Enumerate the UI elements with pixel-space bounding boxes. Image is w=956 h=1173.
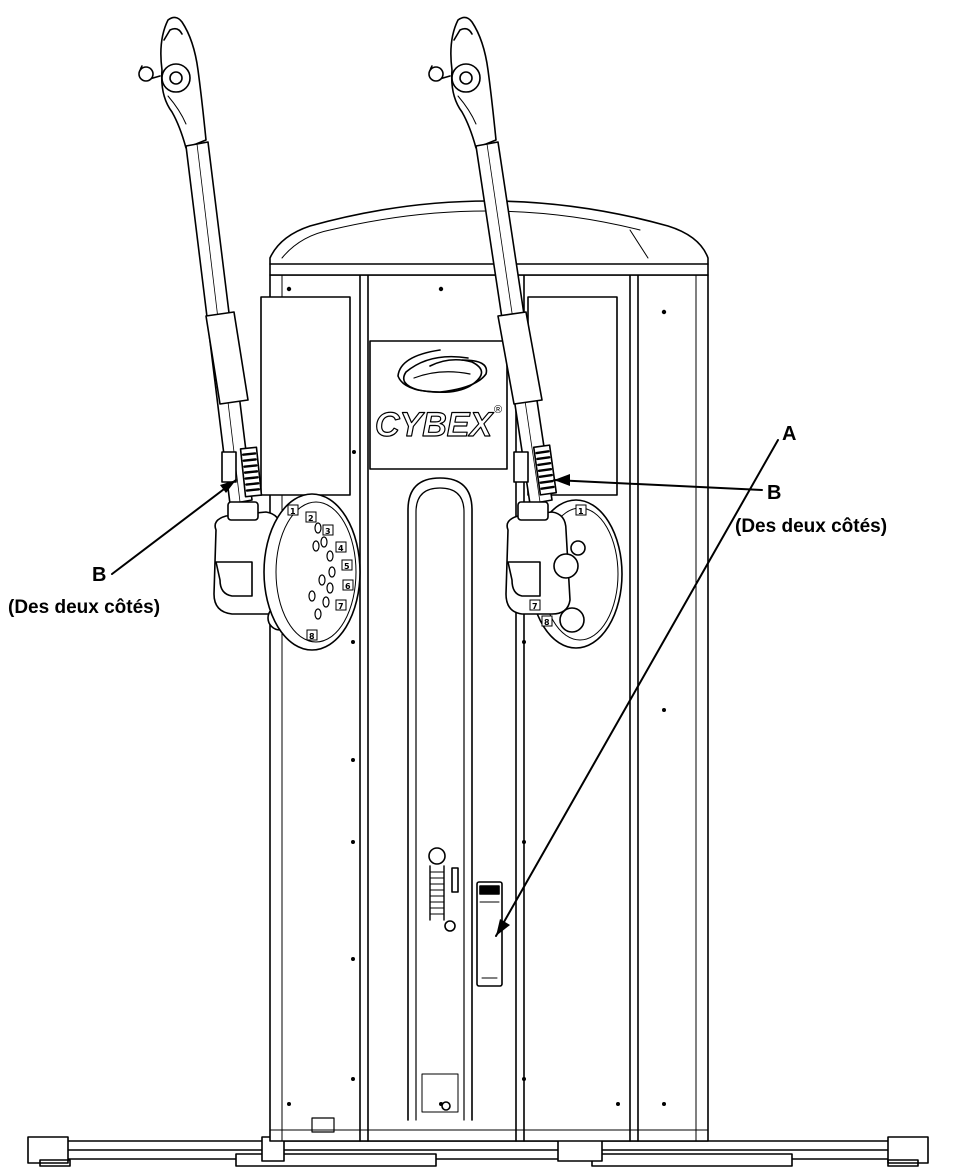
position-label: 4 xyxy=(338,544,344,553)
left-arm-assembly xyxy=(138,16,361,651)
leader-line-b-right xyxy=(553,479,763,491)
position-label: 1 xyxy=(578,507,584,516)
position-label: 7 xyxy=(532,602,538,611)
leader-lines xyxy=(111,439,779,937)
callout-b-left-note: (Des deux côtés) xyxy=(8,597,160,618)
registered-mark: ® xyxy=(494,404,502,416)
position-label: 6 xyxy=(345,582,351,591)
callout-b-right-label: B xyxy=(767,482,781,504)
arrowhead-b-left xyxy=(220,480,236,493)
position-label: 5 xyxy=(344,562,350,571)
logo-placard xyxy=(369,340,508,470)
left-pulley-numbers: 1 2 3 4 5 6 7 8 xyxy=(287,504,354,641)
position-label: 8 xyxy=(544,618,550,627)
weight-stack-slot xyxy=(407,477,473,1121)
position-label: 8 xyxy=(309,632,315,641)
position-label: 3 xyxy=(325,527,331,536)
position-label: 1 xyxy=(290,507,296,516)
cybex-swoosh-icon xyxy=(397,349,488,394)
callout-b-right-note: (Des deux côtés) xyxy=(735,516,887,537)
right-pulley-numbers: 1 7 8 xyxy=(529,504,587,627)
position-label: 7 xyxy=(338,602,344,611)
arrowhead-b-right xyxy=(554,474,570,486)
callout-b-left-label: B xyxy=(92,564,106,586)
weight-stack-selector xyxy=(476,881,503,987)
position-label: 2 xyxy=(308,514,314,523)
arrowheads xyxy=(220,474,570,936)
left-side-panel xyxy=(260,296,351,496)
arrowhead-a xyxy=(496,919,510,936)
leader-line-b-left xyxy=(111,479,237,575)
base-frame xyxy=(27,1136,929,1167)
brand-logo: CYBEX xyxy=(375,406,494,444)
right-arm-assembly xyxy=(428,16,623,649)
callout-a-label: A xyxy=(782,423,796,445)
top-hood xyxy=(269,200,709,276)
leader-line-a xyxy=(495,439,779,937)
